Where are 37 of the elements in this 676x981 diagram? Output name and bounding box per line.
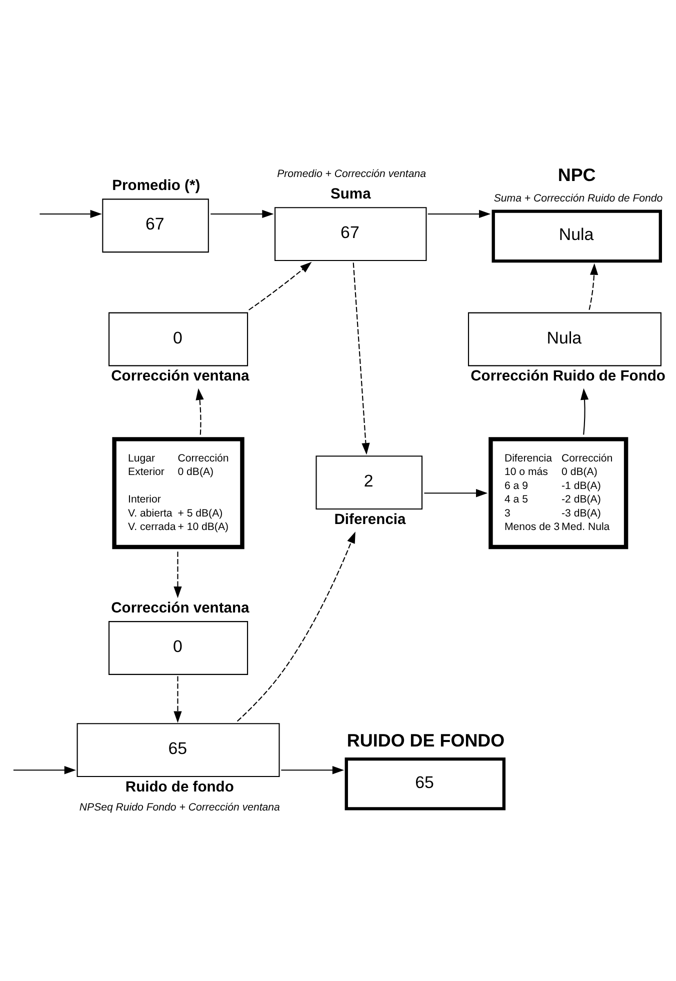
node-label: NPC: [558, 164, 596, 184]
node-box: Nula: [468, 312, 662, 366]
arrow: [428, 209, 491, 218]
arrow: [580, 388, 589, 434]
arrow: [352, 262, 370, 454]
node-box: 67: [102, 198, 209, 252]
node-label: Promedio (*): [112, 177, 200, 194]
node-box: Lugar Corrección Exterior 0 dB(A) Interior V. abierta + 5 dB(A) V. cerrada + 10 dB(A): [112, 436, 244, 549]
arrow: [174, 676, 182, 722]
arrow: [424, 488, 488, 497]
arrow: [196, 388, 204, 434]
node-label: Corrección Ruido de Fondo: [470, 368, 666, 384]
node-box: 0: [108, 312, 248, 366]
node-label: Corrección ventana: [111, 368, 250, 384]
arrow: [588, 262, 598, 310]
node-box: Nula: [492, 209, 662, 262]
arrow: [13, 766, 76, 774]
node-label: RUIDO DE FONDO: [346, 730, 505, 750]
node-box: 0: [108, 620, 248, 674]
node-box: 2: [316, 455, 423, 509]
node-box: 67: [274, 206, 427, 261]
arrow: [40, 209, 102, 218]
arrow: [281, 766, 344, 774]
arrow: [248, 261, 312, 310]
node-label: Ruido de fondo: [125, 778, 234, 795]
node-label: Diferencia: [334, 511, 406, 528]
node-box: 65: [344, 756, 506, 810]
node-box: 65: [76, 722, 280, 776]
node-label: Corrección ventana: [111, 600, 250, 616]
node-label: Suma + Corrección Ruido de Fondo: [494, 192, 663, 204]
arrow: [210, 209, 274, 218]
arrow: [236, 531, 356, 722]
node-label: Suma: [330, 186, 371, 202]
node-label: NPSeq Ruido Fondo + Corrección ventana: [79, 800, 280, 813]
node-box: Diferencia Corrección 10 o más 0 dB(A) 6 a 9 -1 dB(A) 4 a 5 -2 dB(A) 3 -3 dB(A) Menos de 3 Med. Nula: [488, 436, 628, 549]
node-label: Promedio + Corrección ventana: [277, 167, 426, 180]
arrow: [174, 551, 182, 598]
